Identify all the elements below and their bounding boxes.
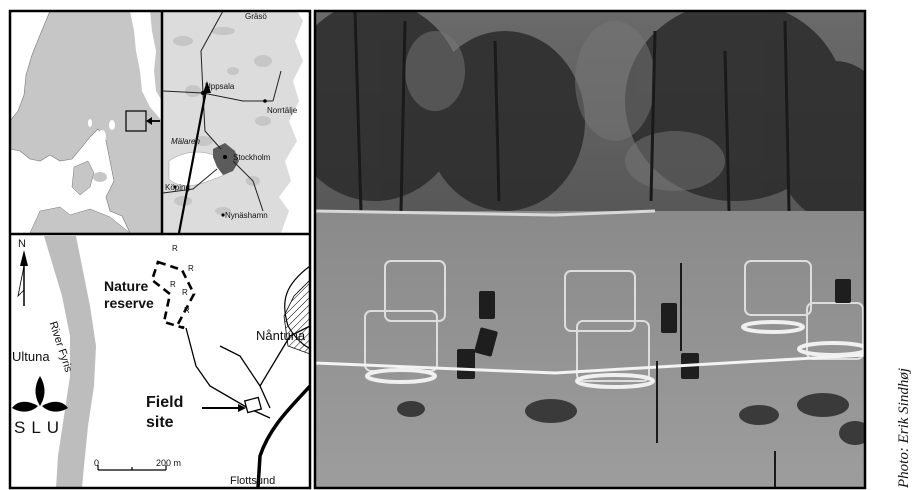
photo-credit: Photo: Erik Sindhøj [896, 338, 916, 488]
uppsala-stockholm-region-map: Gräsö Uppsala Norrtälje Mälaren Stockhol… [163, 11, 310, 233]
slu-logo-text: SLU [14, 418, 66, 437]
label-field-site-line2: site [146, 414, 174, 431]
photo-credit-text: Photo: Erik Sindhøj [896, 368, 912, 488]
label-koping: Köping [165, 183, 190, 192]
region-map-graphic [163, 11, 310, 233]
label-field-site-line1: Field [146, 394, 184, 411]
label-nature-reserve-line2: reserve [104, 295, 154, 311]
label-nynashamn: Nynäshamn [225, 211, 268, 220]
site-map-graphic [10, 236, 310, 488]
photo-graphic [315, 11, 865, 488]
reserve-marker: R [188, 264, 194, 273]
field-site-photo [315, 11, 865, 488]
label-uppsala: Uppsala [205, 82, 235, 91]
reserve-marker: R [170, 280, 176, 289]
label-nantuna: Nåntuna [256, 328, 306, 343]
scale-label-end: 200 m [156, 458, 182, 468]
label-stockholm: Stockholm [233, 153, 271, 162]
reserve-marker: R [182, 288, 188, 297]
north-label: N [18, 238, 26, 250]
field-site-marker [243, 396, 263, 414]
scale-label-start: 0 [94, 458, 100, 468]
label-malaren: Mälaren [171, 137, 200, 146]
scandinavia-map-graphic [10, 11, 162, 233]
label-flottsund: Flottsund [230, 475, 276, 487]
label-nature-reserve-line1: Nature [104, 278, 149, 294]
reserve-marker: R [172, 244, 178, 253]
field-site-map: N Nature reserve R R R R R River Fyris U… [10, 236, 310, 488]
reserve-marker: R [184, 306, 190, 315]
label-ultuna: Ultuna [12, 349, 50, 364]
label-norrtalje: Norrtälje [267, 106, 298, 115]
scandinavia-locator-map [10, 11, 162, 233]
label-graso: Gräsö [245, 12, 267, 21]
